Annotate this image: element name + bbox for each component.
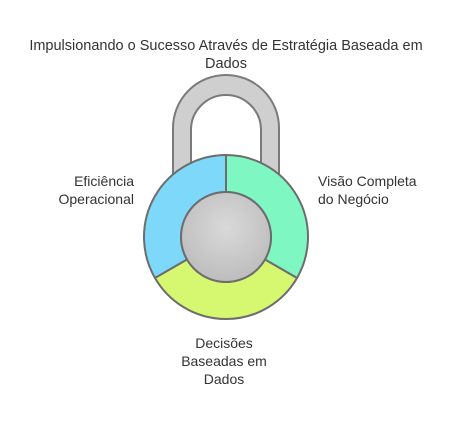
label-data-driven-decisions: Decisões Baseadas em Dados <box>154 334 294 388</box>
title-line-1: Impulsionando o Sucesso Através de Estra… <box>29 38 423 54</box>
padlock-shackle <box>172 74 280 181</box>
padlock-center <box>180 191 272 283</box>
label-complete-business-view: Visão Completa do Negócio <box>318 172 448 208</box>
title-line-2: Dados <box>205 56 247 72</box>
label-line: Baseadas em <box>181 353 267 369</box>
label-line: Eficiência <box>74 173 134 189</box>
diagram-title: Impulsionando o Sucesso Através de Estra… <box>6 37 446 73</box>
label-line: Visão Completa <box>318 173 417 189</box>
label-operational-efficiency: Eficiência Operacional <box>14 172 135 208</box>
label-line: Decisões <box>195 335 253 351</box>
label-line: Dados <box>203 371 245 387</box>
label-line: Operacional <box>58 191 135 207</box>
label-line: do Negócio <box>318 191 389 207</box>
